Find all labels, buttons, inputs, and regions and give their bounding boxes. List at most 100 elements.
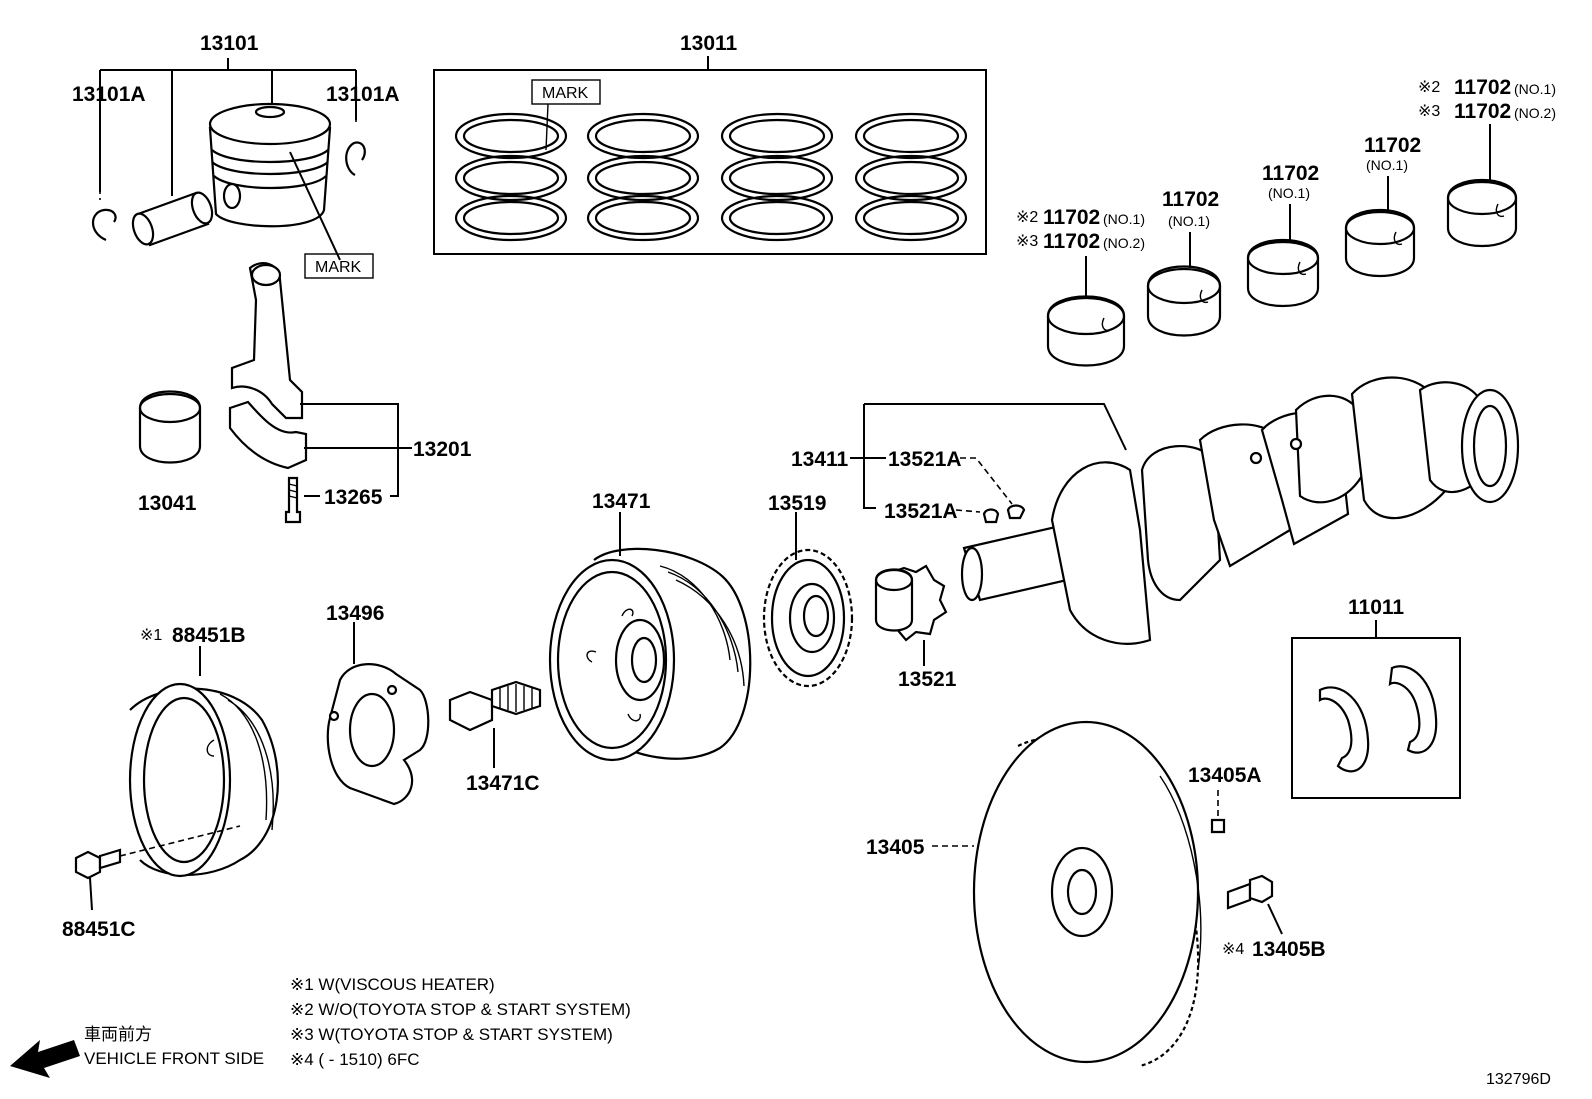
label-13405[interactable]: 13405 bbox=[866, 836, 925, 859]
label-13519[interactable]: 13519 bbox=[768, 492, 826, 515]
note-4: ※4 ( - 1510) 6FC bbox=[290, 1050, 420, 1069]
thrust-washers-11011: 11011 bbox=[1291, 596, 1461, 799]
label-11011[interactable]: 11011 bbox=[1348, 596, 1404, 619]
label-b1-3[interactable]: 11702 bbox=[1043, 230, 1100, 253]
label-88451b[interactable]: 88451B bbox=[172, 624, 246, 647]
flywheel-13405 bbox=[932, 720, 1202, 1068]
rod-bearing bbox=[138, 390, 202, 464]
ref-13405b: ※4 bbox=[1222, 941, 1244, 958]
damper-plate-13496 bbox=[326, 622, 430, 806]
rod-cap bbox=[228, 400, 308, 470]
bearing-2 bbox=[1146, 265, 1222, 337]
note-3: ※3 W(TOYOTA STOP & START SYSTEM) bbox=[290, 1025, 613, 1044]
label-13521a-top[interactable]: 13521A bbox=[888, 448, 962, 471]
sub-b5-3: (NO.2) bbox=[1514, 105, 1556, 121]
label-13011[interactable]: 13011 bbox=[680, 32, 738, 55]
piston-ring-set: 13011 MARK bbox=[433, 32, 987, 255]
note-1: ※1 W(VISCOUS HEATER) bbox=[290, 975, 495, 994]
rod-bolt bbox=[284, 476, 302, 524]
leader-13411-vert bbox=[863, 404, 876, 509]
piston bbox=[208, 102, 332, 228]
leader-13521a bbox=[955, 457, 1013, 513]
leader-mark-rings bbox=[545, 103, 549, 151]
connecting-rod bbox=[230, 262, 304, 420]
snap-ring-right bbox=[345, 141, 366, 176]
ref-b1-3: ※3 bbox=[1016, 233, 1038, 250]
label-13405a[interactable]: 13405A bbox=[1188, 764, 1262, 787]
bearing-3 bbox=[1246, 239, 1320, 307]
sub-b4: (NO.1) bbox=[1366, 157, 1408, 173]
label-b4[interactable]: 11702 bbox=[1364, 134, 1421, 157]
front-arrow-icon bbox=[10, 1040, 80, 1078]
ring-set-box bbox=[433, 69, 987, 255]
vehicle-front-direction: 車両前方 VEHICLE FRONT SIDE bbox=[10, 1025, 264, 1078]
label-13411[interactable]: 13411 bbox=[791, 448, 849, 471]
piston-pin bbox=[131, 191, 214, 247]
label-13471c[interactable]: 13471C bbox=[466, 772, 540, 795]
label-b2[interactable]: 11702 bbox=[1162, 188, 1219, 211]
note-2: ※2 W/O(TOYOTA STOP & START SYSTEM) bbox=[290, 1000, 631, 1019]
crank-pulley-13471 bbox=[548, 512, 752, 762]
sub-b3: (NO.1) bbox=[1268, 185, 1310, 201]
crankshaft bbox=[960, 376, 1520, 645]
label-88451c[interactable]: 88451C bbox=[62, 918, 136, 941]
ring-set-1 bbox=[454, 112, 568, 242]
piston-group: 13101 13101A 13101A MARK bbox=[72, 32, 400, 279]
bolt-88451c bbox=[74, 825, 241, 911]
label-13101a-right[interactable]: 13101A bbox=[326, 83, 400, 106]
key-2 bbox=[1006, 504, 1026, 520]
sub-b1-2: (NO.1) bbox=[1103, 211, 1145, 227]
bearing-1 bbox=[1046, 295, 1126, 367]
diagram-id: 132796D bbox=[1486, 1071, 1551, 1088]
snap-ring-left bbox=[91, 208, 117, 242]
label-13041[interactable]: 13041 bbox=[138, 492, 197, 515]
sub-b1-3: (NO.2) bbox=[1103, 235, 1145, 251]
main-bearings: ※2 11702 (NO.1) ※3 11702 (NO.2) 11702 (N… bbox=[1016, 76, 1556, 367]
key-1 bbox=[982, 508, 1000, 524]
label-13101a-left[interactable]: 13101A bbox=[72, 83, 146, 106]
bearing-5 bbox=[1446, 179, 1518, 247]
label-13265[interactable]: 13265 bbox=[324, 486, 383, 509]
direction-en: VEHICLE FRONT SIDE bbox=[84, 1049, 264, 1068]
footnotes: ※1 W(VISCOUS HEATER) ※2 W/O(TOYOTA STOP … bbox=[290, 975, 631, 1069]
mark-box-rings bbox=[531, 79, 601, 105]
thrust-washer-box bbox=[1291, 637, 1461, 799]
bearing-4 bbox=[1344, 209, 1416, 277]
label-b5-2[interactable]: 11702 bbox=[1454, 76, 1511, 99]
label-13521a-bottom[interactable]: 13521A bbox=[884, 500, 958, 523]
mark-box-piston bbox=[304, 253, 374, 279]
sub-b2: (NO.1) bbox=[1168, 213, 1210, 229]
direction-jp: 車両前方 bbox=[84, 1025, 152, 1044]
label-13521[interactable]: 13521 bbox=[898, 668, 957, 691]
dowel-pin-13405a: 13405A bbox=[1188, 764, 1262, 834]
label-b1-2[interactable]: 11702 bbox=[1043, 206, 1100, 229]
ref-b1-2: ※2 bbox=[1016, 209, 1038, 226]
leader-mark-piston bbox=[289, 151, 341, 261]
ring-set-3 bbox=[720, 112, 834, 242]
leader-13101a bbox=[99, 108, 357, 200]
label-b3[interactable]: 11702 bbox=[1262, 162, 1319, 185]
crank-sprocket-13521 bbox=[874, 564, 948, 666]
ring-set-4 bbox=[854, 112, 968, 242]
label-13405b[interactable]: 13405B bbox=[1252, 938, 1326, 961]
flywheel-bolt-13405b bbox=[1226, 874, 1283, 935]
ref-b5-3: ※3 bbox=[1418, 103, 1440, 120]
label-mark-rings[interactable]: MARK bbox=[542, 85, 589, 102]
label-13496[interactable]: 13496 bbox=[326, 602, 384, 625]
ref-b5-2: ※2 bbox=[1418, 79, 1440, 96]
label-b5-3[interactable]: 11702 bbox=[1454, 100, 1511, 123]
ref-88451b: ※1 bbox=[140, 627, 162, 644]
ring-set-2 bbox=[586, 112, 700, 242]
label-13101[interactable]: 13101 bbox=[200, 32, 259, 55]
pulley-88451b bbox=[128, 646, 279, 878]
label-13471[interactable]: 13471 bbox=[592, 490, 651, 513]
connecting-rod-group: 13201 13265 13041 bbox=[138, 262, 472, 524]
sub-b5-2: (NO.1) bbox=[1514, 81, 1556, 97]
label-mark-piston[interactable]: MARK bbox=[315, 259, 362, 276]
label-13201[interactable]: 13201 bbox=[413, 438, 472, 461]
leader-13201 bbox=[300, 403, 399, 497]
crank-gear-13519 bbox=[762, 512, 854, 688]
pulley-bolt-13471c bbox=[448, 680, 542, 768]
leader-13411-bracket bbox=[864, 403, 1127, 451]
